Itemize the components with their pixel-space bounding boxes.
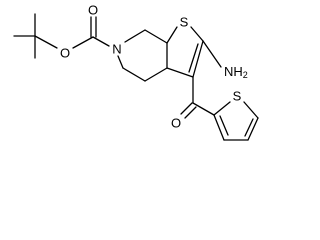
- bond-thienyl-c2-to-s: [213, 101, 231, 116]
- bond-c2-to-c3-b: [188, 43, 199, 73]
- bond-ketone-double-b: [184, 106, 197, 119]
- bond-o-to-carbonyl-c: [72, 36, 94, 49]
- amino-nh-text: NH: [224, 64, 243, 79]
- atom-label-o-ester: O: [60, 46, 70, 61]
- atom-label-amino: NH2: [224, 64, 248, 81]
- bond-ketone-c-to-thiophene: [192, 102, 215, 116]
- bond-tbu-to-o: [34, 35, 58, 49]
- bond-thienyl-c5-to-c4-a: [247, 117, 259, 141]
- atom-label-o-carbonyl: O: [88, 3, 98, 18]
- bond-thienyl-c5-to-c4-b: [244, 118, 254, 137]
- structure-canvas: O O N S NH2 O S: [13, 3, 259, 141]
- bond-c2-to-c3-a: [192, 40, 204, 78]
- bond-c5-to-n: [117, 55, 124, 69]
- bond-c2-to-nh2: [202, 40, 222, 68]
- bond-c4-to-c5: [122, 67, 146, 82]
- atom-label-s-thienopyridine: S: [180, 15, 189, 30]
- bond-ch2-to-c7a: [144, 29, 168, 44]
- bond-c3-to-c3a: [166, 67, 194, 78]
- bond-thienyl-c3-to-c2-a: [213, 114, 225, 141]
- bond-n-to-ch2-top: [124, 29, 146, 43]
- bond-thienyl-c3-to-c2-b: [219, 115, 229, 136]
- bond-c3a-to-c4: [144, 67, 168, 82]
- bond-thienyl-s-to-c5: [243, 101, 259, 119]
- bond-s-to-c2: [190, 26, 204, 42]
- atom-label-o-ketone: O: [171, 116, 181, 131]
- bond-carbonyl-c-to-n: [92, 36, 110, 47]
- bond-ketone-double-a: [180, 102, 193, 115]
- atom-label-s-thiophene: S: [233, 89, 242, 104]
- amino-subscript: 2: [243, 70, 248, 80]
- bond-c7a-to-s: [166, 26, 178, 44]
- atom-label-n-ring: N: [112, 42, 121, 57]
- molecule-drawing: O O N S NH2 O S: [13, 2, 259, 141]
